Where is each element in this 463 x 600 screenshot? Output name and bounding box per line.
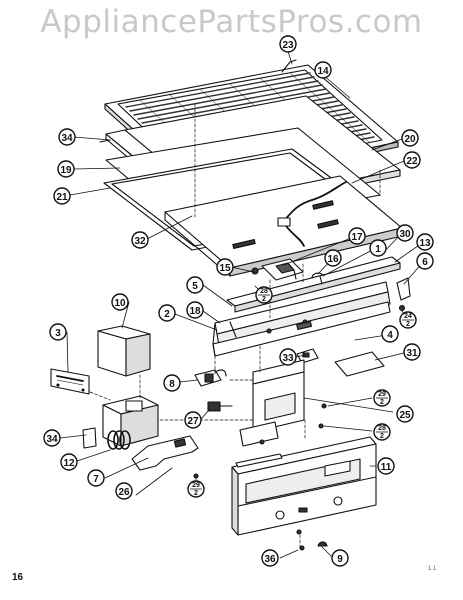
- callout-34: 34: [58, 128, 76, 146]
- svg-text:2: 2: [380, 433, 384, 440]
- callout-5: 5: [186, 276, 204, 294]
- control-channel-part: [212, 281, 391, 357]
- corner-mark: 1 1: [428, 566, 437, 572]
- label-plate-part: [50, 368, 90, 395]
- svg-text:25: 25: [399, 410, 411, 421]
- callout-31: 31: [403, 343, 421, 361]
- svg-text:24: 24: [404, 313, 412, 320]
- svg-text:32: 32: [134, 236, 146, 247]
- callout-3: 3: [49, 323, 67, 341]
- svg-text:5: 5: [192, 281, 198, 292]
- svg-text:34: 34: [61, 133, 73, 144]
- svg-text:4: 4: [387, 330, 393, 341]
- callout-15: 15: [216, 258, 234, 276]
- callout-1: 1: [369, 239, 387, 257]
- svg-text:33: 33: [282, 353, 294, 364]
- svg-text:10: 10: [114, 298, 126, 309]
- callout-17: 17: [348, 227, 366, 245]
- callout-29-2-bottom: 292: [187, 480, 205, 498]
- callout-20: 20: [401, 129, 419, 147]
- callout-7: 7: [87, 469, 105, 487]
- callout-11: 11: [377, 457, 395, 475]
- svg-text:26: 26: [118, 487, 130, 498]
- callout-28-2-right: 282: [373, 423, 391, 441]
- callout-6: 6: [416, 252, 434, 270]
- svg-text:2: 2: [262, 296, 266, 303]
- callout-9: 9: [331, 549, 349, 567]
- svg-text:34: 34: [46, 434, 58, 445]
- callout-18: 18: [186, 301, 204, 319]
- svg-text:27: 27: [187, 416, 199, 427]
- svg-text:1: 1: [375, 244, 381, 255]
- svg-text:2: 2: [194, 490, 198, 497]
- svg-text:16: 16: [327, 254, 339, 265]
- svg-text:18: 18: [189, 306, 201, 317]
- svg-text:28: 28: [260, 288, 268, 295]
- callout-29-2-right: 292: [373, 389, 391, 407]
- callout-27: 27: [184, 411, 202, 429]
- svg-text:9: 9: [337, 554, 343, 565]
- callout-14: 14: [314, 61, 332, 79]
- svg-text:22: 22: [406, 156, 418, 167]
- callout-12: 12: [60, 453, 78, 471]
- callout-32: 32: [131, 231, 149, 249]
- svg-text:29: 29: [378, 391, 386, 398]
- svg-text:7: 7: [93, 474, 99, 485]
- watermark: AppliancePartsPros.com: [40, 4, 423, 40]
- callout-21: 21: [53, 187, 71, 205]
- svg-text:8: 8: [169, 379, 175, 390]
- callout-16: 16: [324, 249, 342, 267]
- svg-text:3: 3: [55, 328, 61, 339]
- svg-text:30: 30: [399, 229, 411, 240]
- svg-text:20: 20: [404, 134, 416, 145]
- svg-text:21: 21: [56, 192, 68, 203]
- callout-36: 36: [261, 549, 279, 567]
- svg-text:2: 2: [406, 321, 410, 328]
- callout-8: 8: [163, 374, 181, 392]
- svg-text:6: 6: [422, 257, 428, 268]
- svg-text:11: 11: [381, 462, 392, 473]
- bracket-part: [296, 348, 385, 377]
- callout-10: 10: [111, 293, 129, 311]
- callout-22: 22: [403, 151, 421, 169]
- svg-text:19: 19: [60, 165, 72, 176]
- svg-text:13: 13: [419, 238, 431, 249]
- callout-33: 33: [279, 348, 297, 366]
- callout-13: 13: [416, 233, 434, 251]
- callout-24-2: 242: [399, 311, 417, 329]
- temperature-control-part: [97, 325, 151, 377]
- svg-text:17: 17: [351, 232, 363, 243]
- svg-text:36: 36: [264, 554, 276, 565]
- callout-23: 23: [279, 35, 297, 53]
- callout-26: 26: [115, 482, 133, 500]
- svg-text:23: 23: [282, 40, 294, 51]
- svg-text:2: 2: [380, 399, 384, 406]
- svg-text:28: 28: [378, 425, 386, 432]
- svg-text:15: 15: [219, 263, 231, 274]
- svg-text:31: 31: [406, 348, 418, 359]
- svg-text:12: 12: [63, 458, 75, 469]
- light-switch-part: [207, 401, 233, 412]
- callout-25: 25: [396, 405, 414, 423]
- callout-2: 2: [158, 304, 176, 322]
- thermostat-part: [82, 395, 199, 479]
- page-number: 16: [12, 572, 24, 583]
- control-panel-housing-part: [231, 436, 377, 551]
- svg-text:2: 2: [164, 309, 170, 320]
- callout-28-2-top: 282: [255, 286, 273, 304]
- callout-30: 30: [396, 224, 414, 242]
- alignment-lines: [89, 103, 381, 549]
- svg-text:29: 29: [192, 482, 200, 489]
- switch-part: [194, 369, 227, 387]
- callout-4: 4: [381, 325, 399, 343]
- mounting-bracket-part: [239, 359, 327, 447]
- callout-34b: 34: [43, 429, 61, 447]
- svg-text:14: 14: [317, 66, 329, 77]
- callout-19: 19: [57, 160, 75, 178]
